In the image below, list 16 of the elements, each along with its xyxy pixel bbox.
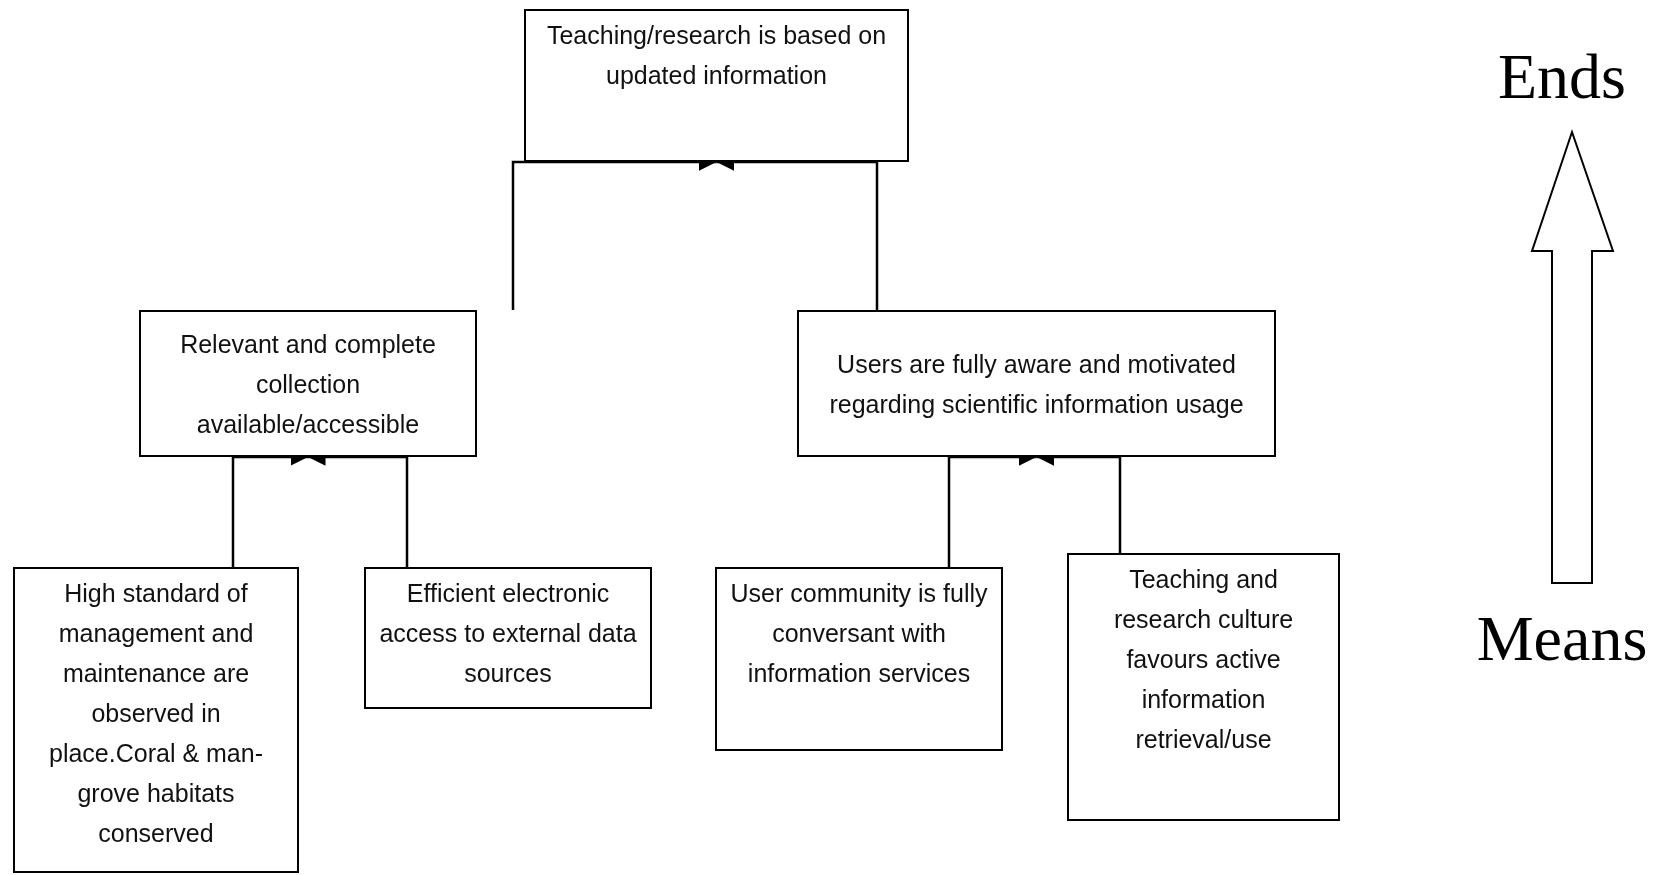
node-text: Teaching and research culture favours active information retrieval/use — [1112, 564, 1295, 755]
node-text: User community is fully conversant with information services — [729, 578, 989, 689]
goal-box — [13, 567, 299, 873]
goal-box — [524, 9, 909, 162]
goal-box — [715, 567, 1003, 751]
goal-box — [1067, 553, 1340, 821]
node-text: Users are fully aware and motivated regarding scientific information usage — [828, 348, 1245, 420]
axis-label: Means — [1476, 604, 1648, 674]
goal-box — [797, 310, 1276, 457]
goal-box — [364, 567, 652, 709]
node-text: Efficient electronic access to external data sources — [378, 578, 638, 689]
goal-box — [139, 310, 477, 457]
node-text: High standard of management and maintenance are observed in place.Coral & man-grove habitats conserved — [48, 578, 264, 849]
node-text: Teaching/research is based on updated information — [545, 20, 888, 91]
axis-label: Ends — [1498, 42, 1626, 112]
node-text: Relevant and complete collection available/accessible — [179, 328, 437, 440]
